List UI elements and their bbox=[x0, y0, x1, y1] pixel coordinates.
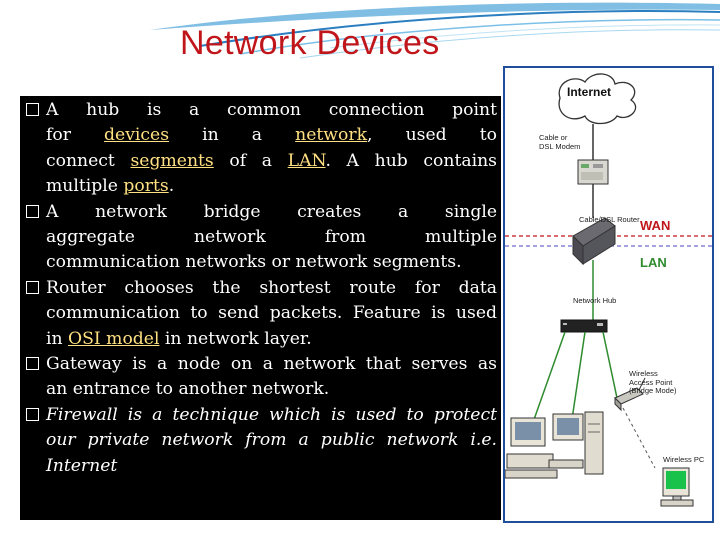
text-line: Gateway is a node on a network that serv… bbox=[46, 352, 497, 377]
wireless-pc-icon bbox=[660, 467, 694, 507]
keyword-link[interactable]: ports bbox=[123, 176, 169, 197]
text-line: A network bridge creates a single bbox=[46, 200, 497, 225]
keyword-link[interactable]: network bbox=[295, 125, 367, 146]
text-segment: for bbox=[46, 125, 105, 146]
text-segment: in network layer. bbox=[159, 328, 312, 349]
text-line: Internet bbox=[46, 454, 497, 479]
bullet-paragraph: A network bridge creates a single aggrega… bbox=[26, 200, 497, 276]
modem-label: Cable or DSL Modem bbox=[539, 133, 581, 151]
text-segment: an entrance to another network. bbox=[46, 379, 330, 400]
text-segment: connect bbox=[46, 150, 131, 171]
network-diagram: Internet Cable or DSL Modem Cable/DSL Ro… bbox=[503, 66, 714, 523]
text-segment: . A hub contains bbox=[325, 150, 497, 171]
text-segment: communication networks or network segmen… bbox=[46, 252, 462, 273]
access-point-icon bbox=[614, 377, 646, 412]
internet-label: Internet bbox=[567, 85, 612, 99]
keyword-link[interactable]: LAN bbox=[287, 150, 326, 171]
bullet-paragraph: A hub is a common connection point for de… bbox=[26, 98, 497, 200]
bullet-box-icon bbox=[26, 407, 39, 421]
text-segment: A network bridge creates a single bbox=[46, 201, 497, 222]
text-line: Firewall is a technique which is used to… bbox=[46, 403, 497, 428]
text-segment: A hub is a common connection point bbox=[46, 100, 497, 120]
text-segment: Router chooses the shortest route for da… bbox=[46, 277, 497, 298]
text-line: connect segments of a LAN. A hub contain… bbox=[46, 149, 497, 174]
desktop-computer-icon bbox=[505, 417, 558, 479]
text-line: for devices in a network, used to bbox=[46, 123, 497, 148]
access-point-label: Wireless Access Point (Bridge Mode) bbox=[629, 369, 677, 395]
text-segment: of a bbox=[213, 150, 288, 171]
text-line: an entrance to another network. bbox=[46, 377, 497, 402]
bullet-paragraph: Firewall is a technique which is used to… bbox=[26, 403, 497, 479]
text-segment: communication to send packets. Feature i… bbox=[46, 303, 497, 324]
text-line: in OSI model in network layer. bbox=[46, 327, 497, 352]
bullet-box-icon bbox=[26, 280, 39, 294]
text-segment: , used to bbox=[367, 125, 497, 146]
wireless-pc-label: Wireless PC bbox=[663, 455, 705, 464]
internet-cloud-icon bbox=[558, 73, 637, 125]
keyword-link[interactable]: OSI model bbox=[68, 328, 160, 349]
text-line: aggregate network from multiple bbox=[46, 225, 497, 250]
text-segment: in bbox=[46, 328, 69, 349]
router-label: Cable/DSL Router bbox=[579, 215, 640, 224]
keyword-link[interactable]: devices bbox=[104, 125, 170, 146]
modem-icon bbox=[577, 159, 609, 185]
text-segment: . bbox=[168, 176, 175, 197]
hub-icon bbox=[560, 319, 608, 333]
text-line: multiple ports. bbox=[46, 174, 497, 199]
wan-label: WAN bbox=[640, 218, 671, 233]
hub-label: Network Hub bbox=[573, 296, 617, 305]
text-line: communication networks or network segmen… bbox=[46, 250, 497, 275]
bullet-paragraph: Router chooses the shortest route for da… bbox=[26, 276, 497, 352]
bullet-box-icon bbox=[26, 103, 39, 116]
text-segment: aggregate network from multiple bbox=[46, 227, 497, 248]
text-segment: in a bbox=[169, 125, 296, 146]
keyword-link[interactable]: segments bbox=[130, 150, 214, 171]
text-line: communication to send packets. Feature i… bbox=[46, 301, 497, 326]
text-line: A hub is a common connection point bbox=[46, 98, 497, 123]
bullet-paragraph: Gateway is a node on a network that serv… bbox=[26, 352, 497, 403]
bullet-box-icon bbox=[26, 204, 39, 218]
router-icon bbox=[572, 217, 616, 266]
bullet-box-icon bbox=[26, 357, 39, 371]
text-line: Router chooses the shortest route for da… bbox=[46, 276, 497, 301]
text-segment: multiple bbox=[46, 176, 124, 197]
text-segment: Gateway is a node on a network that serv… bbox=[46, 354, 497, 375]
text-segment: Firewall is a technique which is used to… bbox=[46, 404, 497, 425]
content-textbox: A hub is a common connection point for de… bbox=[20, 96, 501, 520]
tower-computer-icon bbox=[548, 411, 604, 475]
text-line: our private network from a public networ… bbox=[46, 428, 497, 453]
text-segment: Internet bbox=[46, 455, 118, 476]
lan-label: LAN bbox=[640, 255, 667, 270]
header-swoosh-decoration bbox=[150, 2, 720, 59]
network-diagram-art bbox=[505, 73, 712, 507]
text-segment: our private network from a public networ… bbox=[46, 430, 497, 451]
slide-title: Network Devices bbox=[180, 24, 440, 62]
